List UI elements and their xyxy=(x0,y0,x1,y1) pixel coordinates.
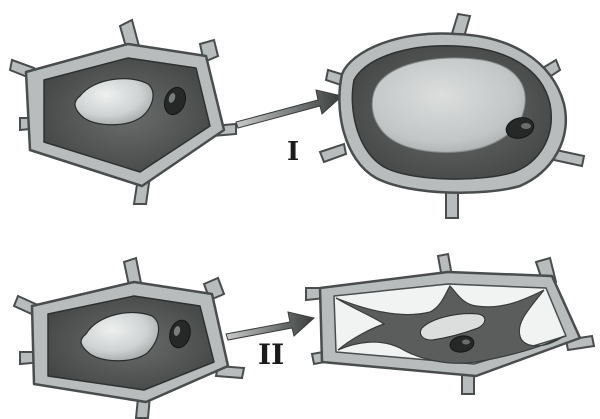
nucleolus xyxy=(521,123,531,129)
vacuole xyxy=(372,58,525,152)
nucleolus xyxy=(462,340,470,345)
cell-bottom-before xyxy=(14,258,244,418)
cell-top-before xyxy=(10,20,236,204)
label-process-2: II xyxy=(258,338,284,371)
label-process-1: I xyxy=(287,137,299,167)
arrow-process-2 xyxy=(226,312,314,340)
cell-top-after xyxy=(320,14,584,218)
arrow-process-1 xyxy=(236,90,342,128)
cell-bottom-after xyxy=(306,254,594,394)
